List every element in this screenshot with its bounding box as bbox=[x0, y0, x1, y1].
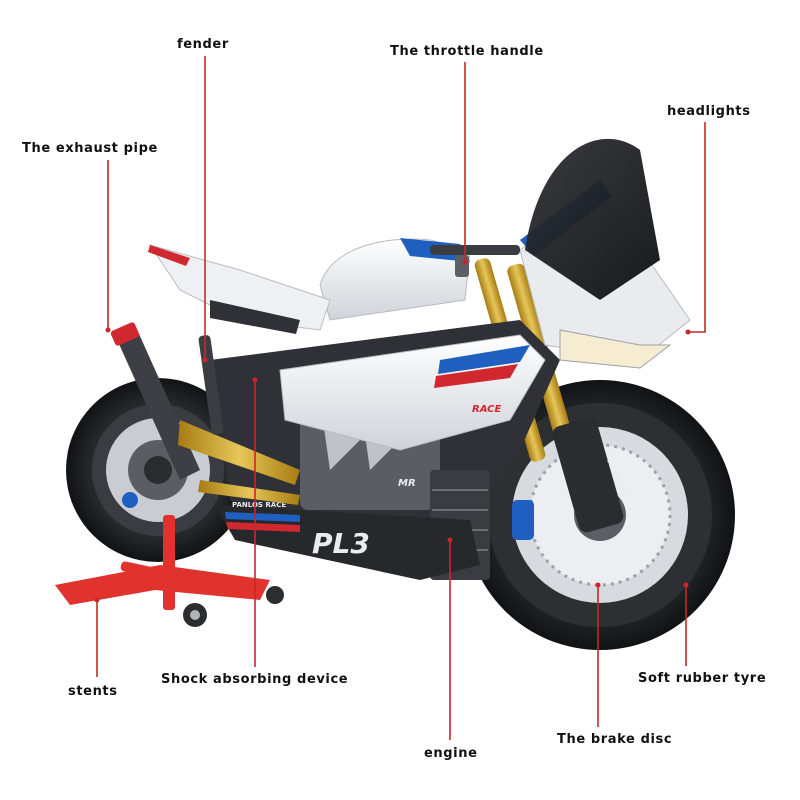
leader-end-throttle bbox=[462, 259, 468, 265]
windscreen bbox=[525, 138, 660, 300]
leader-end-shock bbox=[252, 377, 258, 383]
seat bbox=[210, 300, 300, 334]
label-brake-disc: The brake disc bbox=[557, 732, 673, 747]
leader-end-tyre bbox=[683, 582, 689, 588]
leader-end-exhaust bbox=[105, 327, 111, 333]
leader-headlights bbox=[688, 122, 706, 333]
swingarm bbox=[178, 420, 300, 485]
handlebar bbox=[430, 245, 520, 255]
leader-lines bbox=[94, 56, 706, 740]
label-soft-rubber-tyre: Soft rubber tyre bbox=[638, 671, 767, 686]
tail-section bbox=[148, 244, 331, 331]
brand-race-decal: PANLOS RACE bbox=[232, 501, 286, 509]
tail-red-accent bbox=[148, 245, 190, 266]
leader-end-headlights bbox=[685, 329, 691, 335]
label-stents: stents bbox=[68, 684, 118, 699]
leader-end-brake-disc bbox=[595, 582, 601, 588]
label-throttle-handle: The throttle handle bbox=[390, 44, 544, 59]
label-engine: engine bbox=[424, 746, 478, 761]
rear-paddock-stand bbox=[55, 515, 284, 627]
lower-fairing bbox=[215, 505, 480, 580]
throttle-grip bbox=[455, 255, 469, 277]
model-decal: PL3 bbox=[312, 527, 370, 560]
leader-end-stents bbox=[94, 597, 100, 603]
swingarm-lower bbox=[198, 480, 300, 505]
lower-red-stripe bbox=[226, 522, 300, 532]
blue-stripe bbox=[438, 345, 530, 374]
label-headlights: headlights bbox=[667, 104, 751, 119]
label-fender: fender bbox=[177, 37, 229, 52]
label-exhaust-pipe: The exhaust pipe bbox=[22, 141, 158, 156]
mr-decal: MR bbox=[398, 478, 416, 489]
label-shock-absorbing-device: Shock absorbing device bbox=[161, 672, 349, 687]
red-stripe bbox=[434, 364, 518, 388]
race-decal: RACE bbox=[472, 404, 501, 415]
lower-blue-stripe bbox=[225, 512, 300, 522]
leader-end-engine bbox=[447, 537, 453, 543]
headlight-lens bbox=[559, 329, 672, 369]
leader-end-fender bbox=[202, 357, 208, 363]
